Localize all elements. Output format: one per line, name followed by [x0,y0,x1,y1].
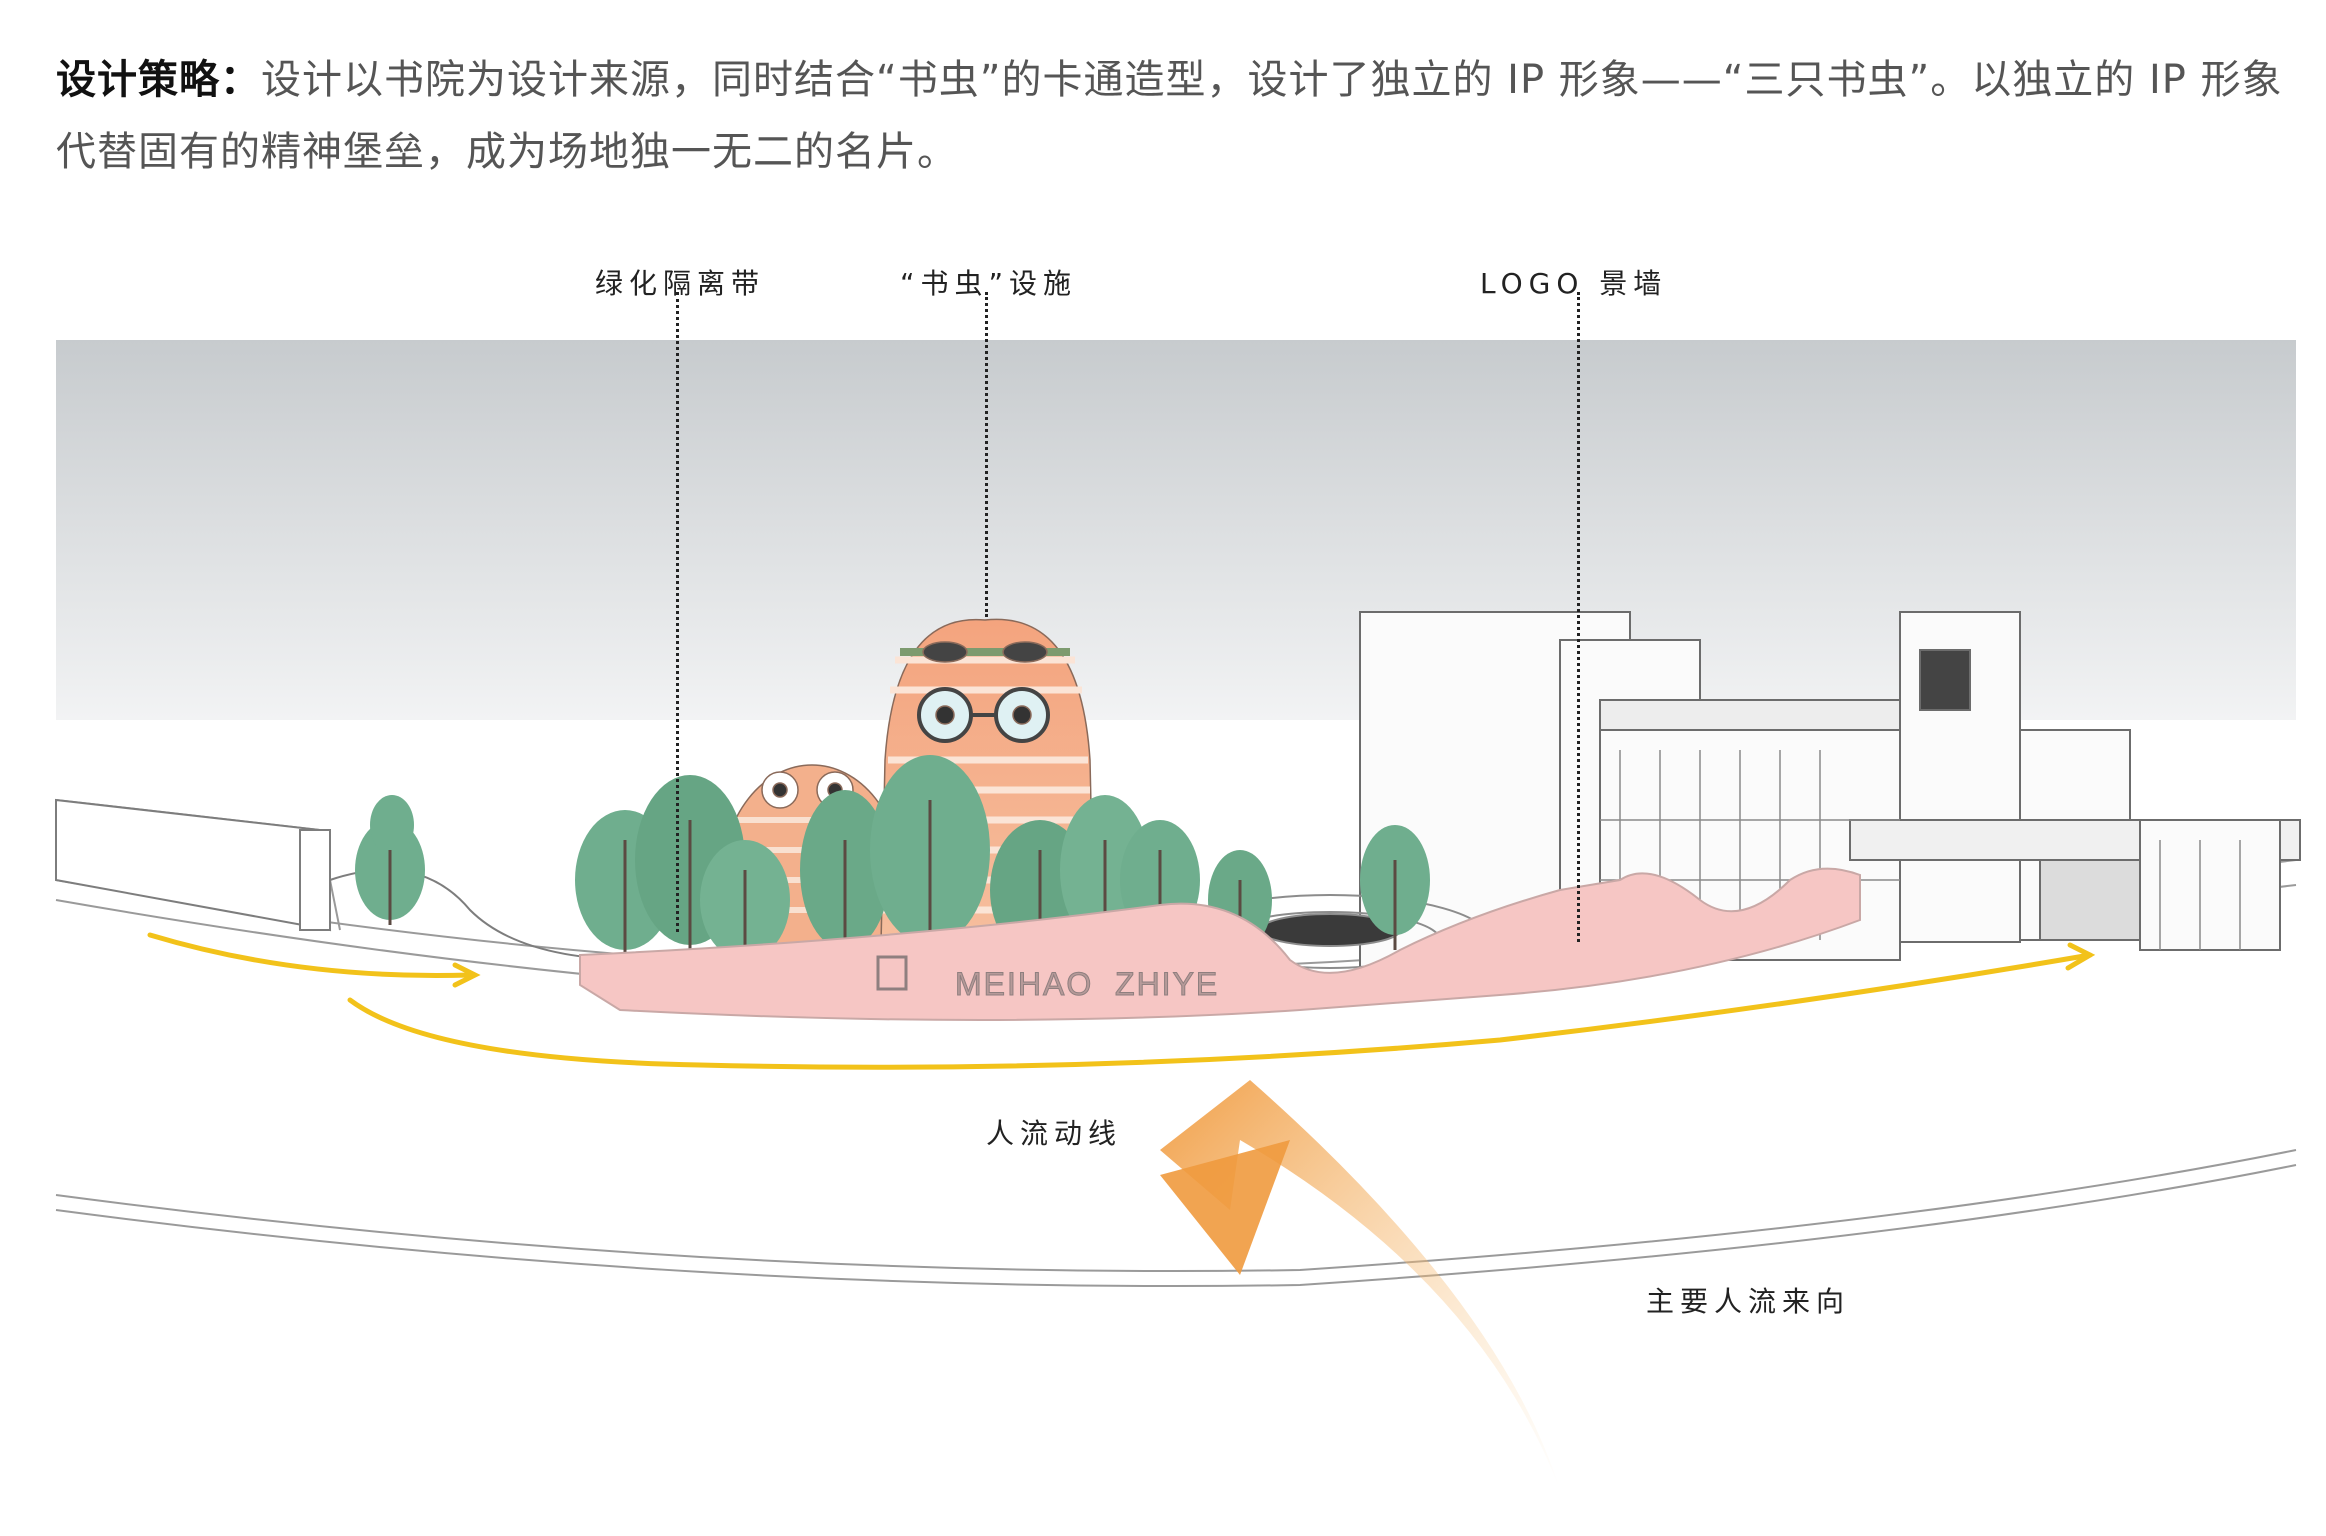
right-buildings [1359,611,2301,973]
design-strategy-paragraph: 设计策略：设计以书院为设计来源，同时结合“书虫”的卡通造型，设计了独立的 IP … [56,44,2286,188]
leader-line-green-belt [676,292,679,932]
callout-bookworm-facility: “书虫”设施 [900,267,1078,300]
strategy-lead: 设计策略： [56,57,261,103]
leader-line-bookworm [985,292,988,617]
leader-line-logo-wall [1577,292,1580,942]
left-low-building [55,798,641,961]
flow-line [147,932,2096,1070]
callout-logo-wall: LOGO 景墙 [1480,267,1668,300]
tree [355,795,425,925]
strategy-text: 设计以书院为设计来源，同时结合“书虫”的卡通造型，设计了独立的 IP 形象——“… [56,57,2283,175]
main-flow-arrow-head [1160,1140,1290,1275]
callout-green-belt: 绿化隔离带 [595,267,766,300]
logo-mark-icon [876,955,908,991]
main-flow-arrow [1160,1080,1560,1490]
logo-wall: MEIHAO ZHIYE [579,867,1861,1021]
tree [700,840,790,960]
logo-wall-text: MEIHAO ZHIYE [955,966,1219,1002]
tree [1360,825,1430,950]
callout-flow-line: 人流动线 [986,1117,1123,1150]
callout-main-flow-direction: 主要人流来向 [1646,1285,1851,1318]
